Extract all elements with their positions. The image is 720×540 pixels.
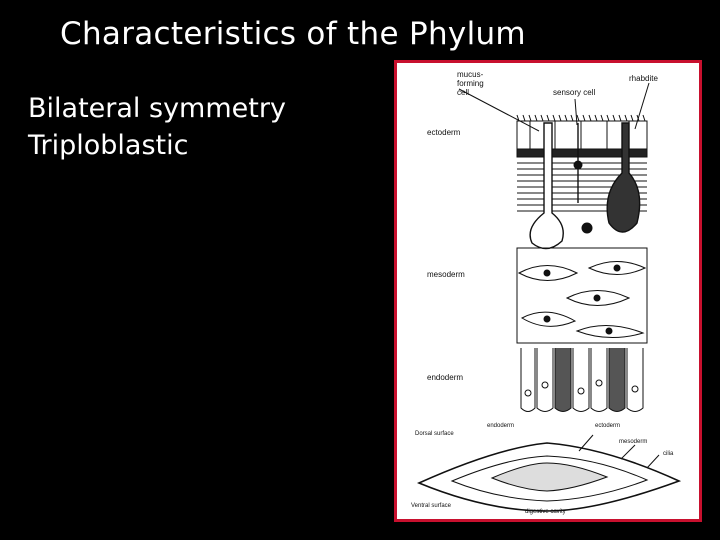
flatworm-body-wall-figure: mucus- forming cell sensory cell rhabdit… bbox=[394, 60, 702, 522]
label-mesoderm-small: mesoderm bbox=[619, 439, 647, 445]
mesoderm-region bbox=[516, 247, 648, 344]
cross-section-outline bbox=[416, 442, 682, 512]
label-ectoderm: ectoderm bbox=[427, 128, 461, 137]
bullet-list: Bilateral symmetry Triploblastic bbox=[28, 90, 286, 164]
label-cilia: cilia bbox=[663, 451, 674, 457]
label-rhabdite: rhabdite bbox=[629, 74, 658, 83]
bullet-item: Bilateral symmetry bbox=[28, 93, 286, 124]
label-mucus-forming-cell-2: forming bbox=[457, 79, 484, 88]
label-ventral-surface: Ventral surface bbox=[411, 503, 452, 509]
label-dorsal-surface: Dorsal surface bbox=[415, 431, 454, 437]
label-sensory-cell: sensory cell bbox=[553, 88, 595, 97]
label-digestive-cavity: digestive cavity bbox=[525, 509, 566, 515]
label-endoderm: endoderm bbox=[427, 373, 463, 382]
label-mucus-forming-cell-1: mucus- bbox=[457, 70, 484, 79]
body-wall-diagram: mucus- forming cell sensory cell rhabdit… bbox=[411, 70, 682, 515]
label-mucus-forming-cell-3: cell bbox=[457, 88, 469, 97]
mucus-forming-cell-shape bbox=[529, 122, 564, 250]
slide-title: Characteristics of the Phylum bbox=[60, 16, 526, 52]
label-ectoderm-small: ectoderm bbox=[595, 423, 620, 429]
basement-membrane bbox=[516, 148, 648, 158]
label-mesoderm: mesoderm bbox=[427, 270, 465, 279]
label-endoderm-small: endoderm bbox=[487, 423, 514, 429]
cilia-marks bbox=[516, 114, 646, 122]
endoderm-cell bbox=[520, 348, 536, 412]
bullet-item: Triploblastic bbox=[28, 130, 189, 161]
rhabdite-cell-shape bbox=[606, 122, 641, 233]
